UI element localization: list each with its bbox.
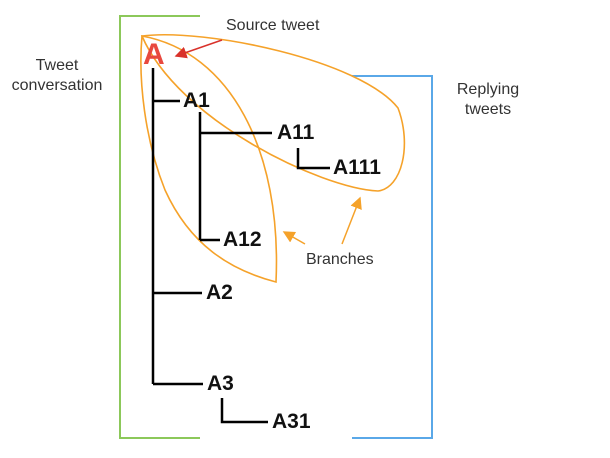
node-a111: A111 [333,156,381,179]
tweet-conversation-label: Tweet conversation [2,56,112,96]
replying-tweets-line-1: Replying [456,81,520,98]
source-tweet-arrow [174,39,223,59]
edge-a111 [296,148,330,170]
tweet-conversation-line-2: conversation [11,77,103,94]
branch-outline-a1-a12 [140,35,278,284]
replying-tweets-label: Replying tweets [440,80,536,120]
tree-edges [151,68,330,424]
node-a2: A2 [206,281,233,304]
source-tweet-label: Source tweet [226,17,320,34]
edge-a31 [220,398,268,424]
node-a: A [143,38,165,71]
branches-arrow-right [341,196,362,245]
node-a11: A11 [277,121,315,144]
node-a12: A12 [223,228,262,251]
node-a3: A3 [207,372,234,395]
replying-tweets-line-2: tweets [464,101,512,118]
node-a1: A1 [183,89,210,112]
tweet-conversation-line-1: Tweet [35,57,79,74]
branches-arrow-left [282,231,306,245]
branches-label: Branches [306,251,374,268]
replying-tweets-bracket [352,75,433,439]
conversation-bracket [119,15,200,439]
node-a31: A31 [272,410,311,433]
branch-outline-a1-a11-a111 [140,33,406,192]
